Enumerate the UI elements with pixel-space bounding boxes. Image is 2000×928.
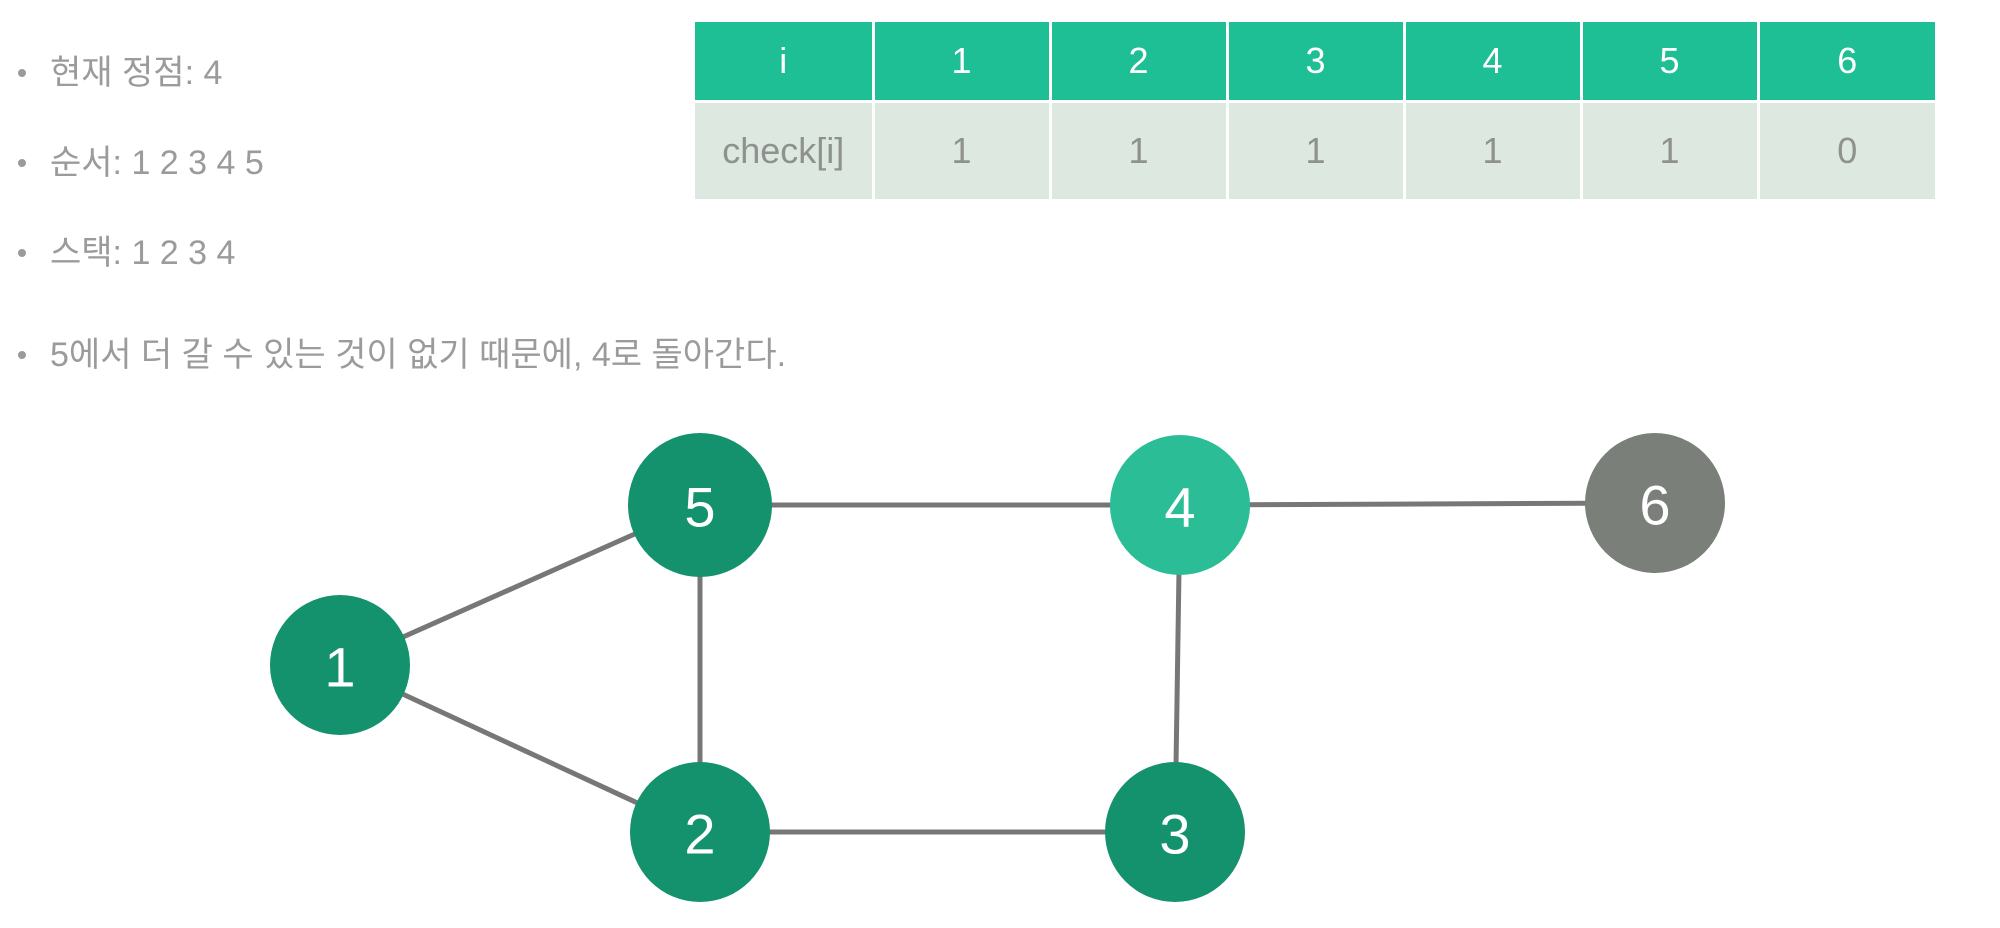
bullet-text: 스택: 1 2 3 4 bbox=[50, 234, 236, 272]
graph-node-label: 2 bbox=[684, 803, 715, 866]
table-header-cell: 6 bbox=[1758, 22, 1935, 103]
graph-edge-4-6 bbox=[1179, 500, 1656, 508]
list-item: 현재 정점: 4 bbox=[0, 56, 1100, 90]
graph-node-label: 3 bbox=[1159, 803, 1190, 866]
bullet-dot-icon bbox=[18, 69, 26, 77]
graph-node-1[interactable]: 1 bbox=[270, 595, 410, 735]
table-header-row: i 1 2 3 4 5 6 bbox=[695, 22, 1935, 103]
graph-node-circle[interactable] bbox=[270, 595, 410, 735]
list-item: 5에서 더 갈 수 있는 것이 없기 때문에, 4로 돌아간다. bbox=[0, 338, 1100, 372]
bullet-text: 순서: 1 2 3 4 5 bbox=[50, 144, 264, 182]
table-cell-value: 1 bbox=[873, 101, 1052, 199]
graph-node-circle[interactable] bbox=[630, 762, 770, 902]
table-header-cell: 5 bbox=[1581, 22, 1760, 103]
graph-diagram: 1 2 3 4 5 6 bbox=[0, 300, 2000, 928]
graph-node-circle[interactable] bbox=[628, 433, 772, 577]
graph-node-circle-unvisited[interactable] bbox=[1585, 433, 1725, 573]
graph-node-circle-current[interactable] bbox=[1110, 435, 1250, 575]
graph-node-2[interactable]: 2 bbox=[630, 762, 770, 902]
table-cell-value: 1 bbox=[1227, 101, 1406, 199]
bullet-text: 5에서 더 갈 수 있는 것이 없기 때문에, 4로 돌아간다. bbox=[50, 336, 787, 374]
table-row: check[i] 1 1 1 1 1 0 bbox=[695, 101, 1935, 199]
graph-edges bbox=[338, 500, 1656, 835]
graph-node-5[interactable]: 5 bbox=[628, 433, 772, 577]
table-header-cell: 3 bbox=[1227, 22, 1406, 103]
table-cell-value: 0 bbox=[1758, 101, 1935, 199]
bullet-dot-icon bbox=[18, 351, 26, 359]
table-cell-value: 1 bbox=[1050, 101, 1229, 199]
graph-node-label: 4 bbox=[1164, 476, 1195, 539]
list-item: 스택: 1 2 3 4 bbox=[0, 236, 1100, 270]
graph-node-4[interactable]: 4 bbox=[1110, 435, 1250, 575]
graph-node-6[interactable]: 6 bbox=[1585, 433, 1725, 573]
graph-node-circle[interactable] bbox=[1105, 762, 1245, 902]
bullet-dot-icon bbox=[18, 249, 26, 257]
table-header-cell: 1 bbox=[873, 22, 1052, 103]
graph-node-label: 6 bbox=[1639, 474, 1670, 537]
bullet-dot-icon bbox=[18, 159, 26, 167]
graph-node-3[interactable]: 3 bbox=[1105, 762, 1245, 902]
table-row-label: check[i] bbox=[695, 101, 875, 199]
table-header-cell: 2 bbox=[1050, 22, 1229, 103]
bullet-text: 현재 정점: 4 bbox=[50, 54, 223, 92]
list-item: 순서: 1 2 3 4 5 bbox=[0, 146, 1100, 180]
table-header-cell-index: i bbox=[695, 22, 875, 103]
graph-node-label: 5 bbox=[684, 476, 715, 539]
table-header-cell: 4 bbox=[1404, 22, 1583, 103]
check-array-table: i 1 2 3 4 5 6 check[i] 1 1 1 1 1 0 bbox=[695, 22, 1935, 199]
table-cell-value: 1 bbox=[1404, 101, 1583, 199]
table-cell-value: 1 bbox=[1581, 101, 1760, 199]
graph-nodes: 1 2 3 4 5 6 bbox=[270, 433, 1725, 902]
graph-node-label: 1 bbox=[324, 636, 355, 699]
explanation-bullet-list: 현재 정점: 4 순서: 1 2 3 4 5 스택: 1 2 3 4 5에서 더… bbox=[0, 0, 1100, 372]
